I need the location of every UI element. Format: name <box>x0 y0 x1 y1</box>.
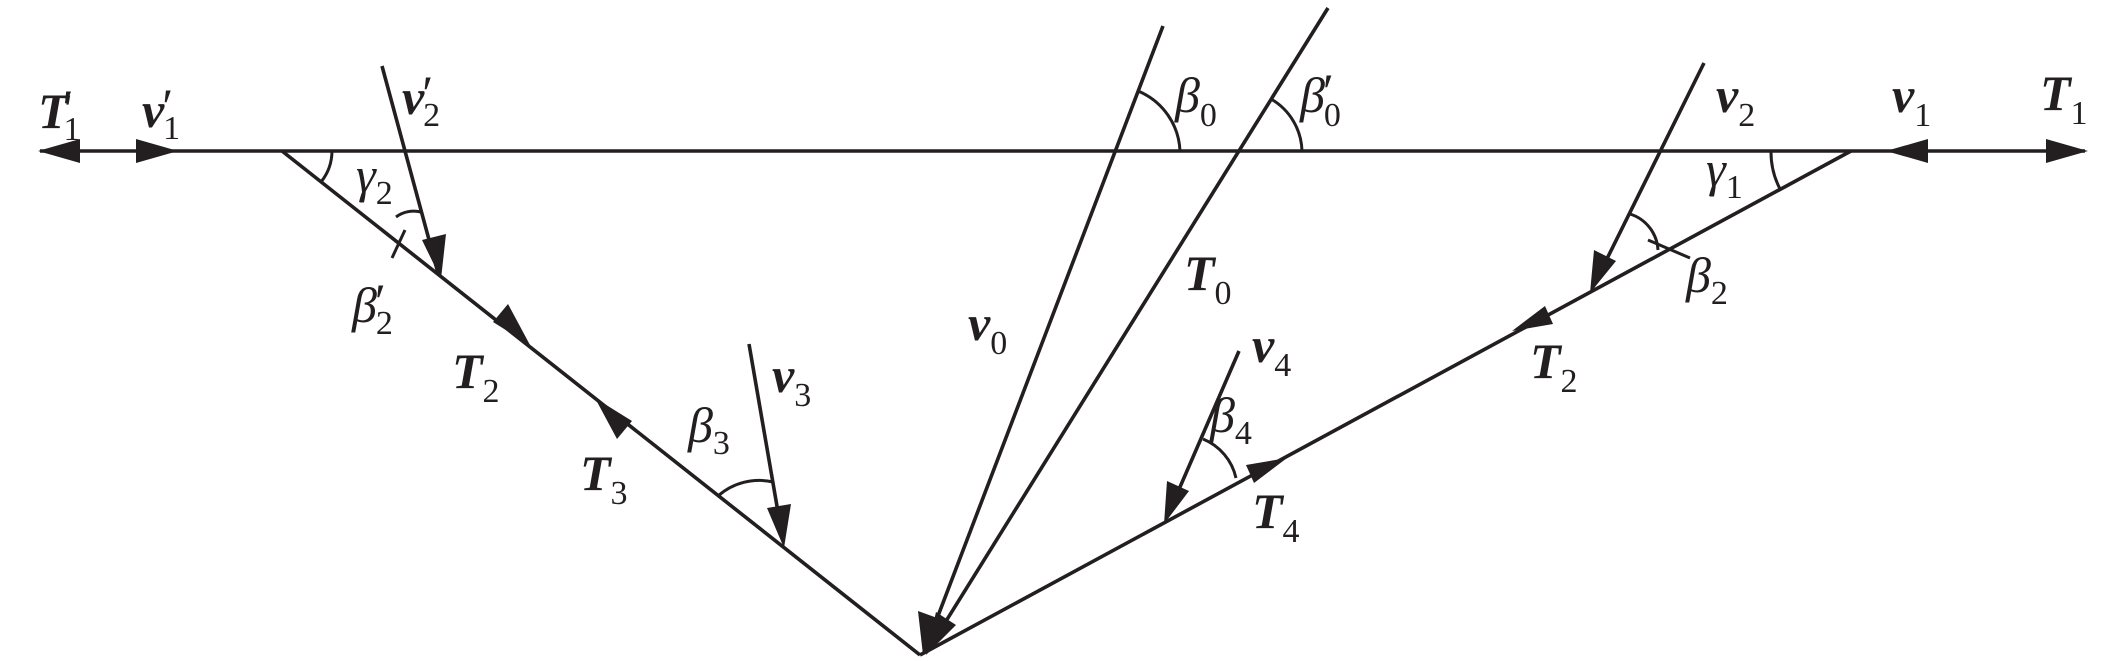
beta2-prime-label: β′2 <box>351 273 393 342</box>
T0-arrowhead <box>926 612 956 655</box>
v2-arrowhead <box>1590 250 1616 293</box>
v3-arrowhead <box>767 504 791 548</box>
v1-label: v1 <box>1892 67 1931 134</box>
T2-right-label: T2 <box>1530 333 1578 400</box>
beta2-label: β2 <box>1685 247 1728 312</box>
T1-arrowhead <box>2046 139 2088 163</box>
v1-prime-arrowhead <box>136 139 178 163</box>
v2-prime-arrowhead <box>422 234 446 279</box>
beta2-prime-arc <box>395 209 422 219</box>
beta0-arc <box>1137 89 1182 152</box>
gamma2-arc <box>319 150 334 183</box>
T0-line <box>926 7 1330 651</box>
gamma1-label: γ1 <box>1706 141 1743 206</box>
beta0-prime-arc <box>1270 97 1304 152</box>
v4-arrowhead <box>1164 481 1189 524</box>
gamma2-label: γ2 <box>356 147 393 212</box>
T3-label: T3 <box>580 445 628 512</box>
beta0-prime-label: β′0 <box>1299 63 1341 134</box>
v2-line <box>1591 62 1706 288</box>
T2-left-arrowhead <box>493 304 530 345</box>
beta4-label: β4 <box>1209 387 1252 452</box>
T4-label: T4 <box>1252 483 1300 550</box>
T2-right-arrowhead <box>1512 306 1553 331</box>
v0-label: v0 <box>968 295 1007 362</box>
beta2-prime-pointer <box>390 229 407 259</box>
v1-arrowhead <box>1886 139 1928 163</box>
T3-arrowhead <box>595 398 632 439</box>
v2-prime-label: v′2 <box>402 65 440 134</box>
beta4-arc <box>1202 437 1238 479</box>
T1-label: T1 <box>2040 65 2088 132</box>
v0-line <box>923 25 1165 651</box>
gamma1-arc <box>1769 150 1782 190</box>
v3-label: v3 <box>772 347 811 414</box>
T2-left-label: T2 <box>452 343 500 410</box>
T1-prime-arrowhead <box>38 139 80 163</box>
T1-prime-label: T′1 <box>38 79 80 148</box>
beta3-label: β3 <box>687 397 730 462</box>
v1-prime-label: v′1 <box>142 78 180 147</box>
v2-label: v2 <box>1716 67 1755 134</box>
v4-label: v4 <box>1252 317 1291 384</box>
beta0-label: β0 <box>1174 67 1217 134</box>
T0-label: T0 <box>1184 245 1232 312</box>
beta3-arc <box>717 478 774 498</box>
right-slope-line <box>919 149 1852 657</box>
beta2-arc <box>1629 212 1660 251</box>
T4-arrowhead <box>1246 458 1287 483</box>
beta2-pointer <box>1647 238 1691 260</box>
